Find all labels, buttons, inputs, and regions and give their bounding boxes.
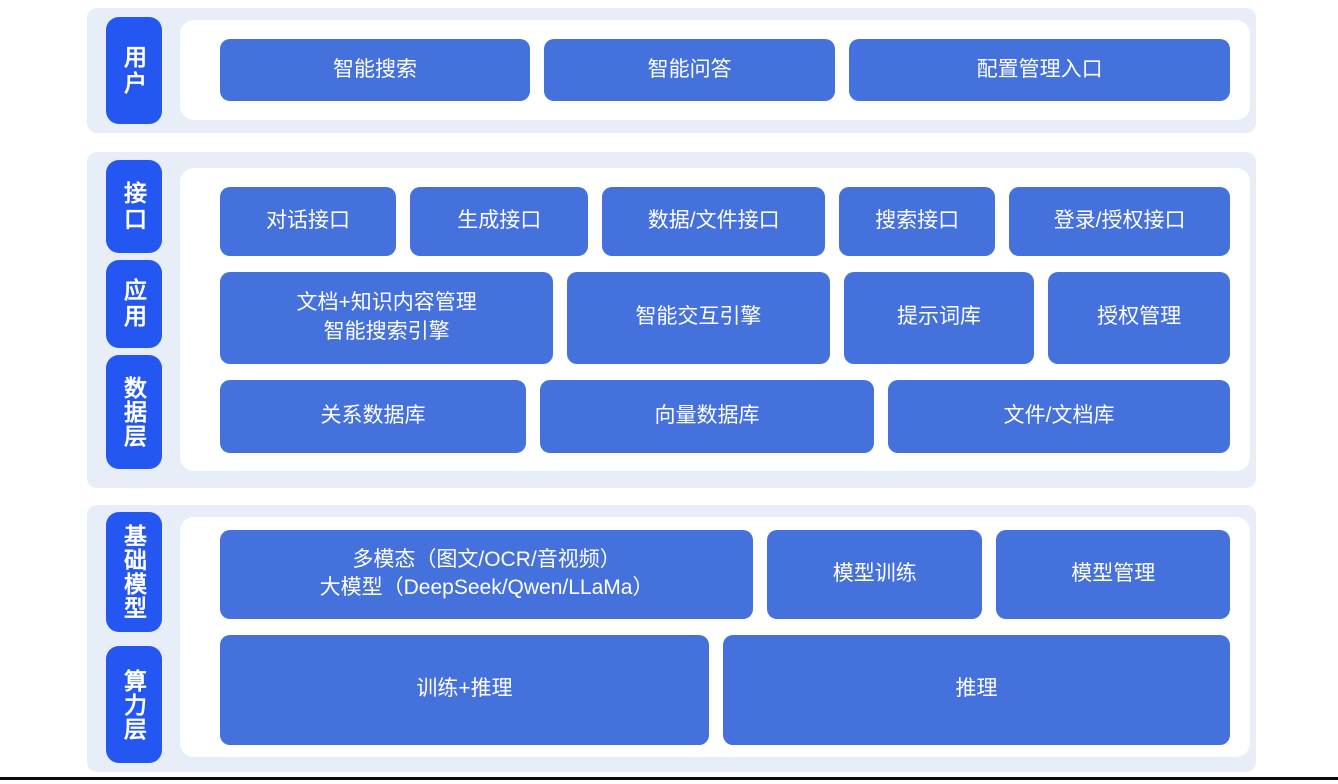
layer-user: 用户 智能搜索 智能问答 配置管理入口 [87,8,1256,133]
node-doc-knowledge-search-engine: 文档+知识内容管理 智能搜索引擎 [220,271,554,364]
layer-interface-app-data: 接口 应用 数据层 对话接口 生成接口 数据/文件接口 搜索接口 登录/授权接口… [87,152,1256,488]
layer-label-application: 应用 [105,260,162,348]
node-dialog-api: 对话接口 [220,186,397,256]
node-login-auth-api: 登录/授权接口 [1009,186,1230,256]
interface-row: 对话接口 生成接口 数据/文件接口 搜索接口 登录/授权接口 [220,186,1230,256]
model-row: 多模态（图文/OCR/音视频） 大模型（DeepSeek/Qwen/LLaMa）… [220,529,1230,619]
layer-label-data: 数据层 [105,355,162,469]
layer-label-foundation-model: 基础模型 [105,512,162,632]
compute-row: 训练+推理 推理 [220,634,1230,745]
node-generation-api: 生成接口 [410,186,589,256]
node-auth-management: 授权管理 [1048,271,1230,364]
layer-user-rail: 用户 [87,8,180,133]
node-interactive-engine: 智能交互引擎 [567,271,830,364]
layer-label-user: 用户 [105,17,162,124]
node-relational-db: 关系数据库 [220,379,527,453]
layer-foundation-rail: 基础模型 算力层 [87,505,180,772]
user-row: 智能搜索 智能问答 配置管理入口 [220,39,1230,101]
node-smart-qa: 智能问答 [544,39,836,101]
layer-label-interface: 接口 [105,160,162,253]
node-smart-search: 智能搜索 [220,39,531,101]
bottom-divider [0,777,1338,780]
layer-interface-panel: 对话接口 生成接口 数据/文件接口 搜索接口 登录/授权接口 文档+知识内容管理… [180,168,1250,471]
node-vector-db: 向量数据库 [540,379,875,453]
layer-foundation-panel: 多模态（图文/OCR/音视频） 大模型（DeepSeek/Qwen/LLaMa）… [180,517,1250,757]
node-model-training: 模型训练 [767,529,983,619]
layer-foundation-compute: 基础模型 算力层 多模态（图文/OCR/音视频） 大模型（DeepSeek/Qw… [87,505,1256,772]
layer-label-compute: 算力层 [105,646,162,763]
layer-interface-rail: 接口 应用 数据层 [87,152,180,488]
node-inference: 推理 [723,634,1230,745]
node-data-file-api: 数据/文件接口 [602,186,826,256]
node-prompt-library: 提示词库 [843,271,1035,364]
node-config-management-entry: 配置管理入口 [849,39,1230,101]
node-file-doc-store: 文件/文档库 [888,379,1230,453]
application-row: 文档+知识内容管理 智能搜索引擎 智能交互引擎 提示词库 授权管理 [220,271,1230,364]
node-search-api: 搜索接口 [839,186,996,256]
layer-user-panel: 智能搜索 智能问答 配置管理入口 [180,20,1250,120]
data-row: 关系数据库 向量数据库 文件/文档库 [220,379,1230,453]
node-training-inference: 训练+推理 [220,634,710,745]
node-model-management: 模型管理 [996,529,1230,619]
node-multimodal-llm: 多模态（图文/OCR/音视频） 大模型（DeepSeek/Qwen/LLaMa） [220,529,754,619]
